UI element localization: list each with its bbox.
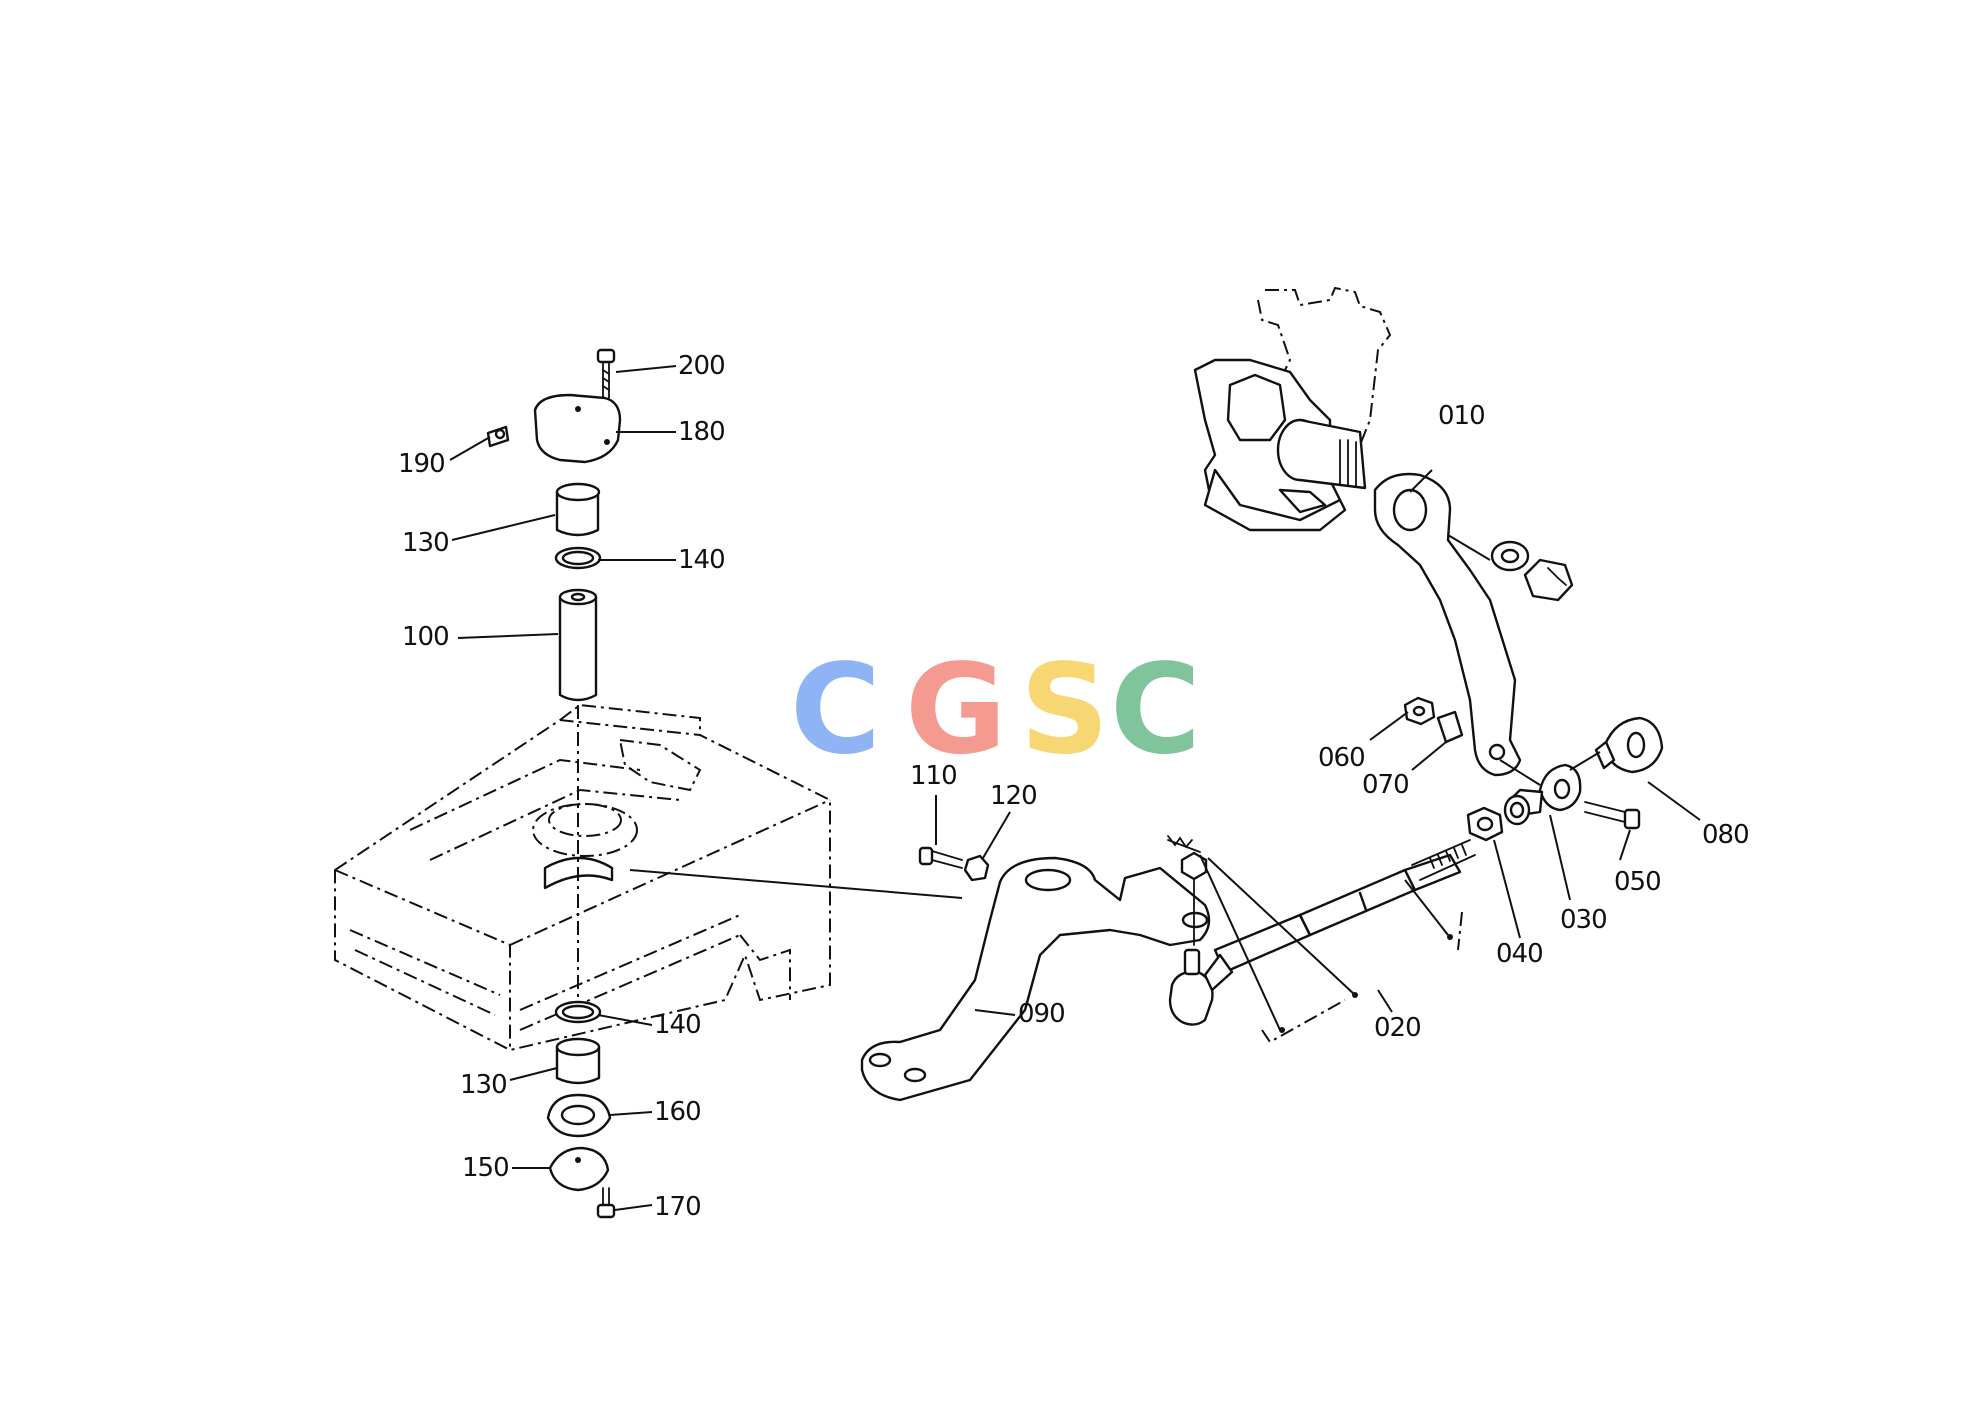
callout-130-top: 130 (402, 528, 449, 558)
callout-090: 090 (1018, 999, 1065, 1029)
callout-160: 160 (654, 1097, 701, 1127)
nut-120 (963, 854, 990, 882)
bushing-130-bottom (555, 1037, 601, 1085)
bolt-200 (596, 348, 616, 399)
callout-060: 060 (1318, 743, 1365, 773)
callout-labels: 200 180 190 130 140 100 140 130 160 150 … (398, 351, 1750, 1222)
nut-near-010 (1523, 558, 1574, 602)
callout-140-top: 140 (678, 545, 725, 575)
cotter-pin (1167, 835, 1201, 853)
king-pin-100 (558, 588, 598, 702)
seal-140-top (554, 546, 602, 570)
watermark-letter-s: S (1020, 638, 1109, 782)
bolt-050 (1584, 801, 1641, 830)
callout-050: 050 (1614, 867, 1661, 897)
callout-020: 020 (1374, 1013, 1421, 1043)
grease-fitting-190 (486, 425, 510, 448)
bushing-130-top (555, 482, 601, 537)
callout-170: 170 (654, 1192, 701, 1222)
tie-rod-end (1168, 948, 1234, 1026)
callout-190: 190 (398, 449, 445, 479)
callout-180: 180 (678, 417, 725, 447)
callout-100: 100 (402, 622, 449, 652)
callout-120: 120 (990, 781, 1037, 811)
eye-080 (1594, 716, 1664, 774)
callout-150: 150 (462, 1153, 509, 1183)
callout-140-bottom: 140 (654, 1010, 701, 1040)
front-axle-bracket (334, 703, 831, 1052)
drag-link-020 (1213, 839, 1476, 974)
bolt-170 (596, 1187, 616, 1219)
nut-040 (1466, 806, 1504, 842)
nut-060 (1403, 696, 1436, 726)
callout-070: 070 (1362, 770, 1409, 800)
steering-arm-090 (860, 856, 1211, 1102)
seal-140-bottom (554, 1000, 602, 1024)
pitman-arm-010 (1373, 472, 1522, 777)
steering-gearbox (1193, 286, 1392, 532)
callout-010: 010 (1438, 401, 1485, 431)
callout-130-bottom: 130 (460, 1070, 507, 1100)
cgsc-watermark-logo: C G S C (790, 638, 1201, 782)
watermark-letter-g: G (905, 638, 1007, 782)
callout-030: 030 (1560, 905, 1607, 935)
cover-150 (548, 1146, 610, 1192)
pin-070 (1436, 710, 1464, 744)
callout-110: 110 (910, 761, 957, 791)
washer-030b (1503, 794, 1531, 826)
callout-200: 200 (678, 351, 725, 381)
watermark-letter-c2: C (1110, 638, 1201, 782)
shim-160 (546, 1093, 612, 1138)
callout-040: 040 (1496, 939, 1543, 969)
callout-080: 080 (1702, 820, 1749, 850)
bolt-110 (918, 846, 963, 869)
cap-180 (533, 393, 622, 464)
watermark-letter-c1: C (790, 638, 881, 782)
callout-leaders (449, 365, 1701, 1211)
washer-near-010 (1490, 540, 1530, 572)
castle-nut (1180, 851, 1208, 946)
